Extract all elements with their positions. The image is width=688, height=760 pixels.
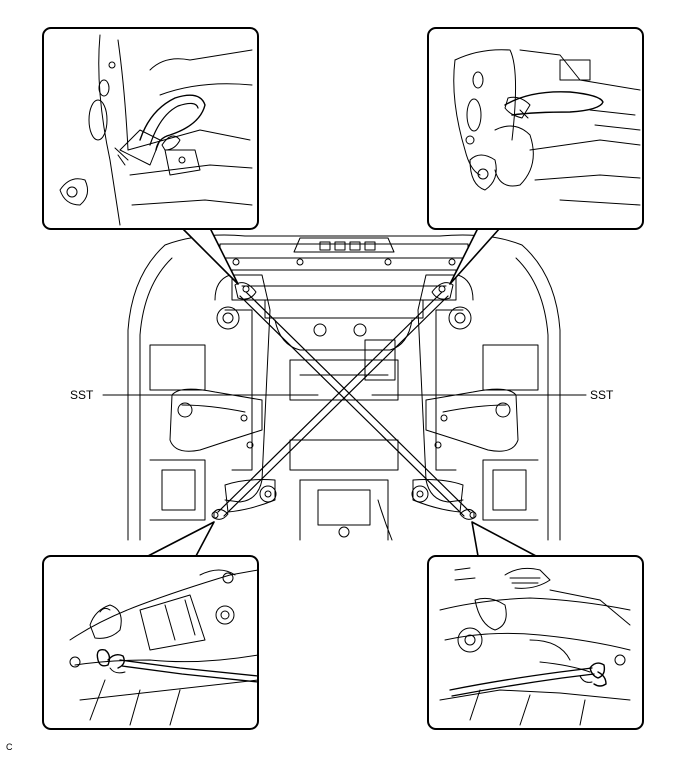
callout-pointer-bottom-left — [147, 521, 215, 557]
sst-attach-rear-left — [213, 508, 229, 520]
sst-left-label: SST — [70, 388, 94, 402]
callout-top-left — [42, 27, 259, 230]
callout-pointer-top-left — [181, 227, 239, 285]
sst-attach-front-left — [234, 282, 257, 300]
sst-right-label: SST — [590, 388, 614, 402]
sst-attach-rear-right — [459, 508, 475, 520]
vehicle-underbody — [127, 234, 561, 541]
callout-pointer-bottom-right — [471, 521, 537, 557]
callout-pointer-top-right — [449, 227, 501, 285]
callout-top-right — [427, 27, 644, 230]
sst-cable-right-to-left — [217, 291, 449, 517]
sst-cable-left-to-right — [239, 291, 471, 517]
callout-bottom-right — [427, 555, 644, 730]
sst-attach-front-right — [431, 282, 454, 300]
callout-bottom-left — [42, 555, 259, 730]
corner-code: C — [6, 742, 13, 752]
